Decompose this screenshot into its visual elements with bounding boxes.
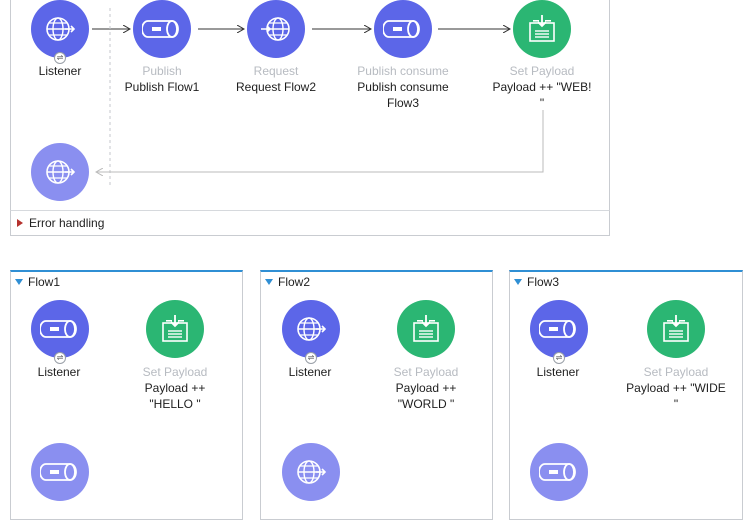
set-payload-icon [413,315,439,342]
set-payload-type: Set Payload [509,64,575,78]
flow2-response-node[interactable] [282,443,340,501]
vm-response-icon [40,463,77,481]
flow1-set-payload-label: Set Payload Payload ++ "HELLO " [120,364,230,412]
flow3-set-payload-label: Set Payload Payload ++ "WIDE " [616,364,736,412]
vm-publish-icon [142,20,179,38]
vm-publish-consume-icon [383,20,420,38]
publish-name: Publish Flow1 [124,80,200,94]
flow1-response-node[interactable] [31,443,89,501]
flow2-set-payload-node[interactable] [397,300,455,358]
flow2-source-badge: ⇌ [305,352,317,364]
flow2-title: Flow2 [278,275,311,289]
flow2-set-payload-label: Set Payload Payload ++ "WORLD " [371,364,481,412]
publish-consume-type: Publish consume [357,64,449,78]
vm-listener-icon [539,320,576,338]
flow3-listener-name: Listener [536,365,580,379]
collapse-arrow-icon[interactable] [265,279,273,285]
publish-type: Publish [142,64,182,78]
set-payload-name: Payload ++ "WEB! " [492,80,592,110]
flow1-source-badge: ⇌ [54,352,66,364]
vm-response-icon [539,463,576,481]
http-listener-response-icon [46,160,76,184]
main-response-node[interactable] [31,143,89,201]
flow2-listener-label: Listener [289,364,332,380]
flow3-title: Flow3 [527,275,560,289]
flow3-set-payload-node[interactable] [647,300,705,358]
request-name: Request Flow2 [235,80,317,94]
flow1-listener-node[interactable] [31,300,89,358]
http-request-icon [261,17,290,41]
publish-consume-name: Publish consume Flow3 [357,80,449,110]
error-handling-label: Error handling [29,216,105,230]
flow2-set-payload-type: Set Payload [393,365,459,379]
error-handling-section[interactable]: Error handling [10,210,610,236]
publish-consume-label: Publish consume Publish consume Flow3 [348,63,458,111]
vm-listener-icon [40,320,77,338]
flow3-header[interactable]: Flow3 [510,272,559,292]
flow1-header[interactable]: Flow1 [11,272,60,292]
flow1-listener-name: Listener [37,365,81,379]
set-payload-icon [663,315,689,342]
flow1-listener-label: Listener [38,364,81,380]
set-payload-node[interactable] [513,0,571,58]
request-type: Request [253,64,299,78]
http-listener-icon [297,317,327,341]
collapse-arrow-icon[interactable] [15,279,23,285]
flow2-listener-name: Listener [288,365,332,379]
http-response-icon [297,460,327,484]
set-payload-label: Set Payload Payload ++ "WEB! " [482,63,602,111]
http-listener-icon [46,17,76,41]
flow2-header[interactable]: Flow2 [261,272,310,292]
flow3-listener-node[interactable] [530,300,588,358]
flow1-title: Flow1 [28,275,61,289]
set-payload-icon [529,15,555,42]
publish-node[interactable] [133,0,191,58]
request-label: Request Request Flow2 [236,63,316,95]
collapse-arrow-icon[interactable] [514,279,522,285]
publish-consume-node[interactable] [374,0,432,58]
flow3-source-badge: ⇌ [553,352,565,364]
flow2-listener-node[interactable] [282,300,340,358]
flow2-set-payload-name: Payload ++ "WORLD " [395,381,457,411]
flow1-set-payload-name: Payload ++ "HELLO " [144,381,206,411]
flow3-response-node[interactable] [530,443,588,501]
flow1-set-payload-type: Set Payload [142,365,208,379]
flow3-set-payload-name: Payload ++ "WIDE " [626,381,726,411]
flow1-set-payload-node[interactable] [146,300,204,358]
publish-label: Publish Publish Flow1 [125,63,200,95]
main-listener-label: Listener [39,63,82,79]
set-payload-icon [162,315,188,342]
flow3-listener-label: Listener [537,364,580,380]
listener-source-badge: ⇌ [54,52,66,64]
main-listener-node[interactable] [31,0,89,58]
flow3-set-payload-type: Set Payload [643,365,709,379]
request-node[interactable] [247,0,305,58]
expand-arrow-icon[interactable] [17,219,23,227]
main-listener-name: Listener [38,64,82,78]
